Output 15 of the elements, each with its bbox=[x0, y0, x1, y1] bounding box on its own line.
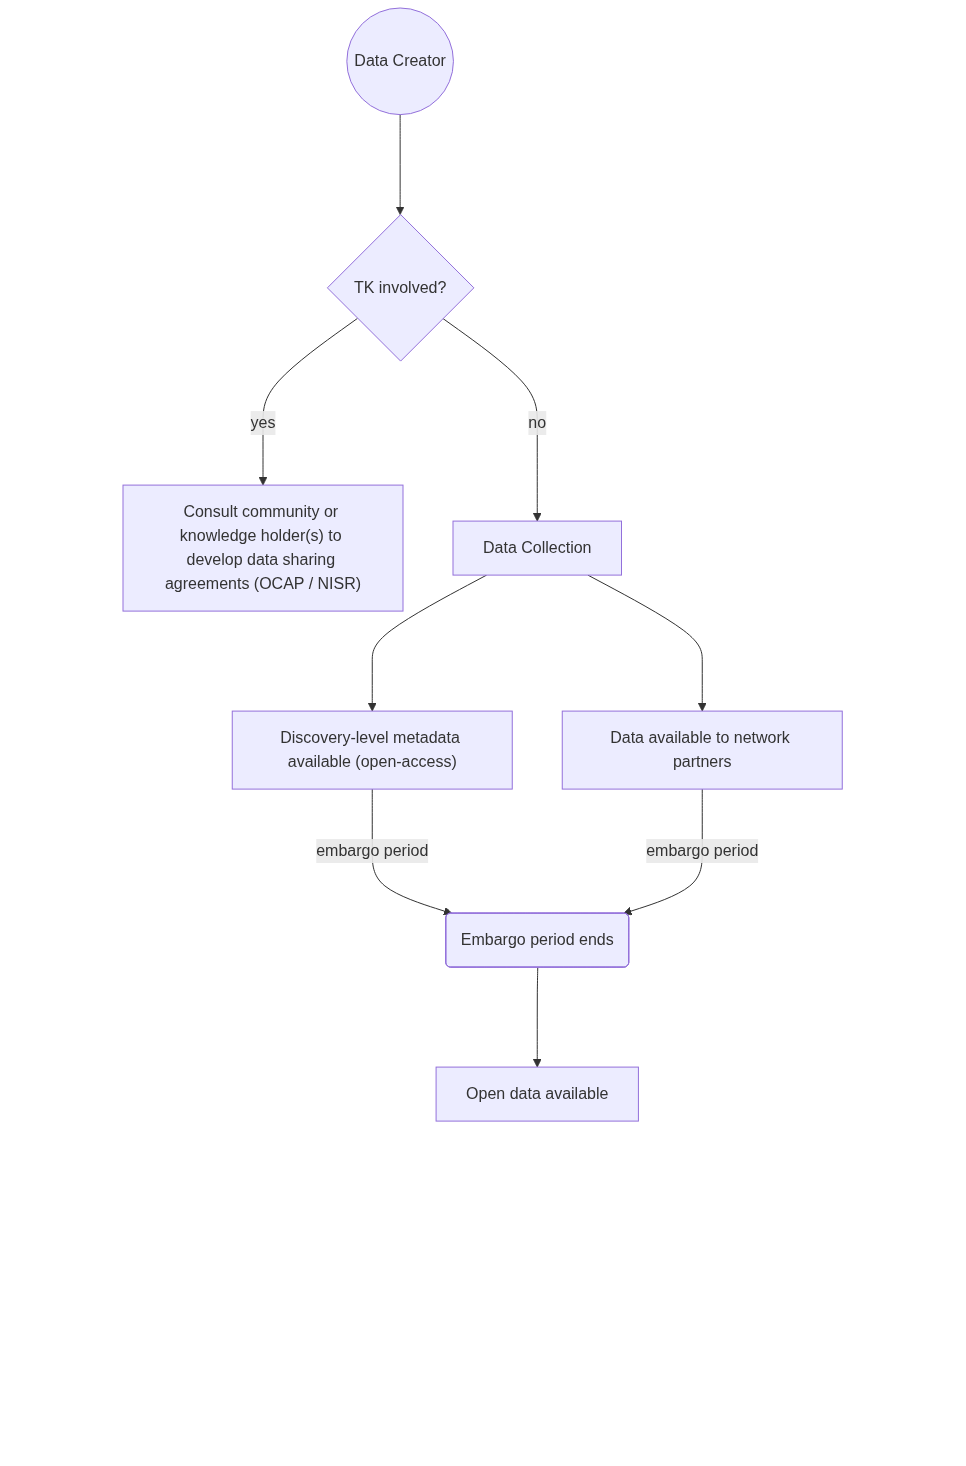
node-box: Consult community or knowledge holder(s) to develop data sharing agreements (OCAP / NISR) bbox=[122, 484, 404, 612]
edge-label: yes bbox=[250, 414, 276, 432]
node-diamond: TK involved? bbox=[327, 214, 475, 362]
node-circle: Data Creator bbox=[346, 7, 455, 116]
arrow bbox=[259, 317, 359, 486]
edge-label: embargo period bbox=[316, 842, 429, 860]
node-box: Data available to network partners bbox=[562, 710, 844, 790]
node-box: Discovery-level metadata available (open-access) bbox=[232, 710, 514, 790]
node-box: Open data available bbox=[435, 1066, 640, 1122]
arrow bbox=[442, 317, 543, 522]
edge-label: no bbox=[528, 414, 547, 432]
arrow bbox=[533, 967, 543, 1068]
edge-label: embargo period bbox=[646, 842, 759, 860]
arrow bbox=[396, 114, 405, 215]
node-box: Data Collection bbox=[452, 520, 623, 576]
